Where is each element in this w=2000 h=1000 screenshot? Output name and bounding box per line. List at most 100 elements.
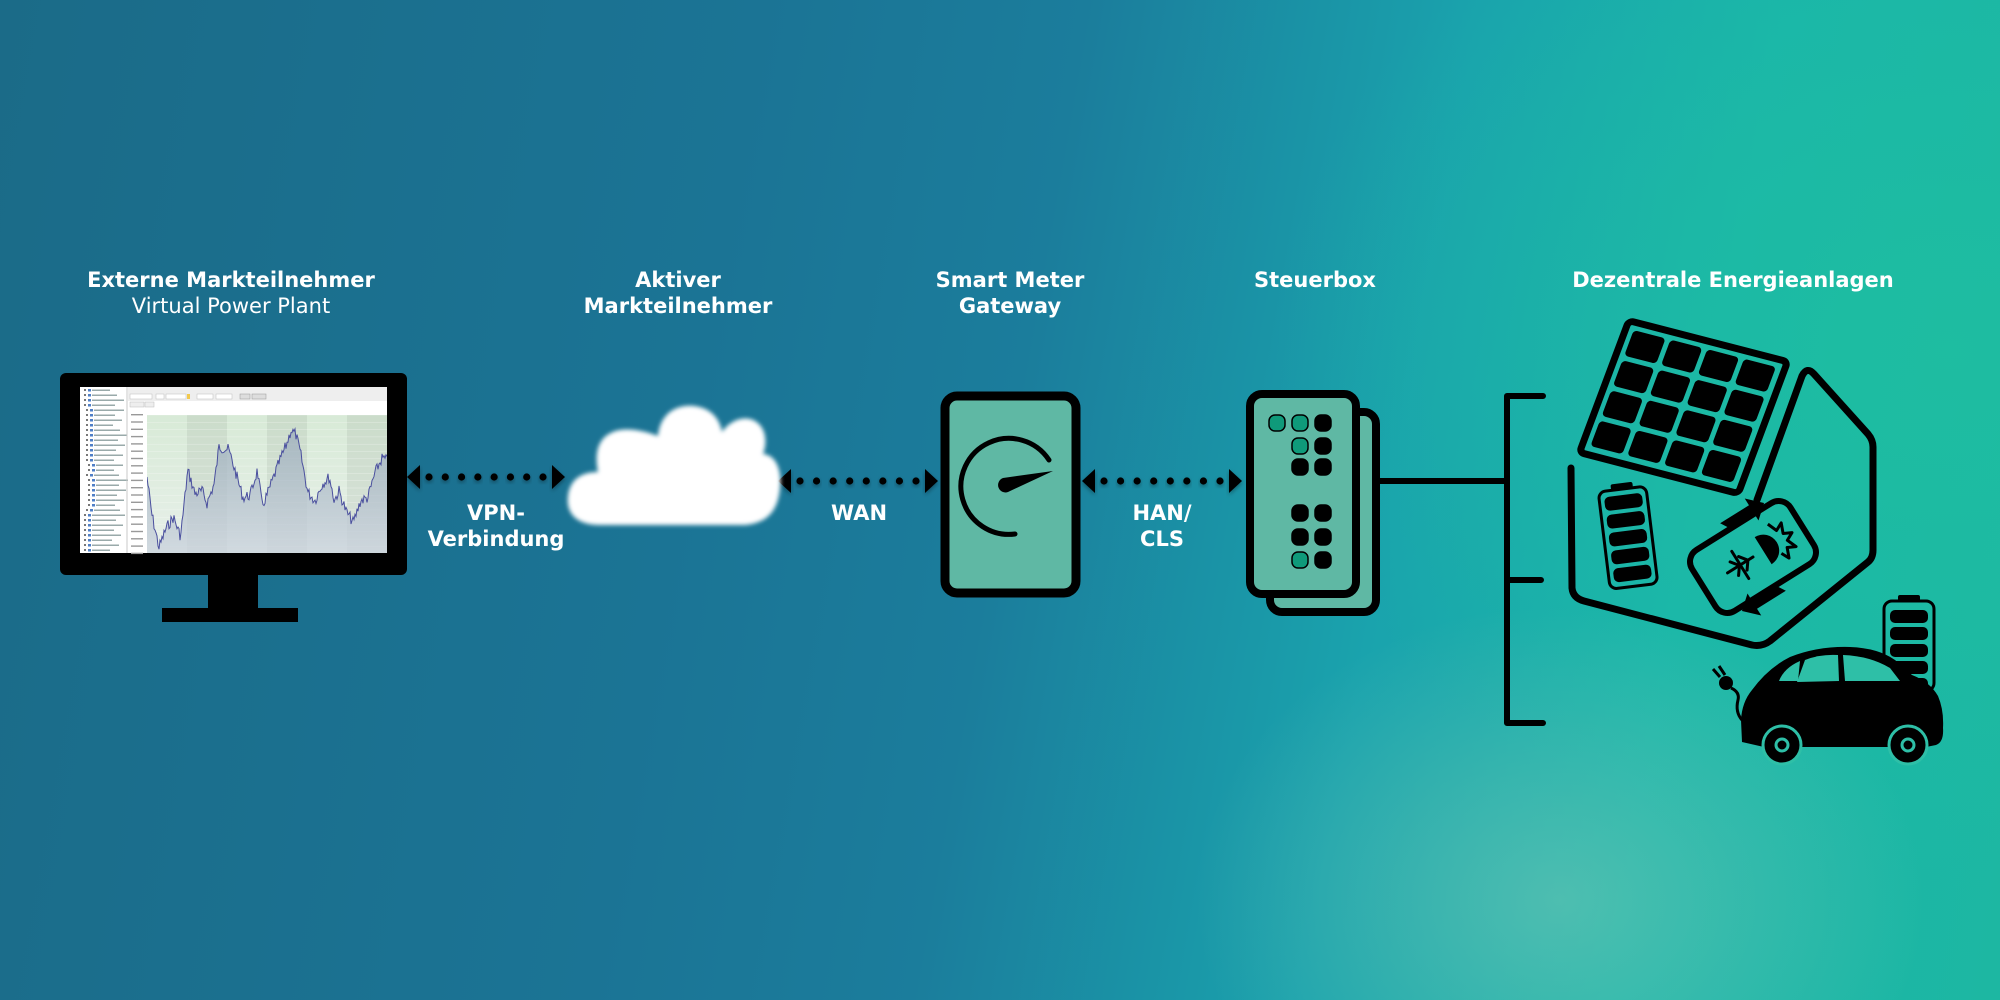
screen-ytick-label: [131, 523, 143, 525]
tree-expander: [84, 544, 86, 546]
steuerbox-led: [1268, 414, 1286, 432]
tree-node-icon: [88, 529, 91, 532]
screen-ytick-label: [131, 421, 143, 423]
connector-dot: [441, 473, 449, 481]
tree-node-label: [96, 469, 114, 471]
battery-cell: [1890, 627, 1928, 640]
tree-node-icon: [88, 544, 91, 547]
screen-tree-panel: [84, 389, 128, 552]
screen-ytick-label: [131, 494, 143, 496]
tree-node-label: [96, 494, 117, 496]
battery-cell: [1608, 529, 1648, 547]
solar-cell: [1724, 389, 1764, 422]
steuerbox-led: [1291, 414, 1309, 432]
connector-dot: [1150, 477, 1158, 485]
screen-ytick-label: [131, 472, 143, 474]
tree-node-icon: [88, 539, 91, 542]
label-han-cls: HAN/ CLS: [1132, 500, 1191, 552]
solar-cell: [1628, 430, 1668, 463]
solar-cell: [1665, 440, 1705, 473]
connector-dot: [846, 477, 854, 485]
steuerbox-led: [1314, 551, 1332, 569]
title-externe: Externe Markteilnehmer Virtual Power Pla…: [87, 267, 375, 319]
tree-node-icon: [92, 504, 95, 507]
tree-node-icon: [88, 519, 91, 522]
arrowhead-right-icon: [552, 465, 565, 489]
tree-node-icon: [90, 444, 93, 447]
solar-cell: [1625, 331, 1665, 363]
tree-node-label: [96, 484, 119, 486]
tree-node-label: [96, 479, 128, 481]
battery-cell: [1890, 644, 1928, 657]
solar-panel: [1577, 318, 1790, 496]
screen-chart-area: [147, 428, 387, 553]
title-aktiver-line2: Markteilnehmer: [583, 294, 773, 318]
tree-node-icon: [90, 509, 93, 512]
tree-node-label: [92, 539, 112, 541]
screen-plot-top: [147, 409, 387, 415]
connector-dot: [457, 473, 466, 481]
solar-cell: [1735, 359, 1775, 392]
tree-node-label: [92, 534, 121, 536]
tree-node-label: [94, 419, 122, 421]
screen-ytick-label: [131, 414, 143, 416]
car-window-middle: [1797, 654, 1839, 682]
steuerbox-led: [1314, 414, 1332, 432]
solar-cell: [1676, 410, 1716, 443]
tree-expander: [88, 499, 90, 501]
connector-vpn: [407, 465, 565, 489]
connector-dot: [506, 473, 515, 481]
tree-node-icon: [88, 394, 91, 397]
tree-node-icon: [90, 419, 93, 422]
sun-glyph: [1754, 521, 1798, 565]
steuerbox-led: [1291, 528, 1309, 546]
tree-node-label: [92, 524, 123, 526]
screen-ytick-label: [131, 545, 143, 547]
tree-expander: [88, 464, 90, 466]
tree-expander: [86, 419, 88, 421]
label-vpn-line2: Verbindung: [427, 527, 565, 551]
tree-expander: [84, 519, 86, 521]
connector-dot: [862, 477, 870, 485]
tree-node-label: [94, 409, 124, 411]
tree-expander: [84, 524, 86, 526]
screen-ytick-label: [131, 479, 143, 482]
tree-node-label: [96, 504, 115, 506]
tree-expander: [88, 469, 90, 471]
connector-dot: [1216, 477, 1224, 485]
tree-node-label: [92, 549, 110, 551]
arrowhead-right-icon: [1229, 469, 1242, 493]
steuerbox-led: [1291, 504, 1309, 522]
car-wheel-rear: [1761, 724, 1803, 766]
tree-node-icon: [90, 459, 93, 462]
tree-node-label: [94, 439, 118, 441]
screen-ytick-label: [131, 435, 143, 438]
tree-expander: [84, 389, 86, 391]
title-steuerbox: Steuerbox: [1254, 267, 1376, 293]
connector-dot: [812, 477, 821, 485]
solar-cell: [1614, 361, 1654, 394]
tree-expander: [86, 434, 88, 436]
battery-cell: [1613, 564, 1652, 583]
arrowhead-right-icon: [925, 469, 938, 493]
title-aktiver: Aktiver Markteilnehmer: [584, 267, 773, 319]
tree-node-icon: [90, 434, 93, 437]
tree-node-icon: [90, 424, 93, 427]
tree-node-icon: [92, 494, 95, 497]
title-dezentrale-main: Dezentrale Energieanlagen: [1572, 268, 1894, 292]
tree-node-icon: [92, 479, 95, 482]
connector-dot: [523, 473, 531, 481]
connector-dot: [1116, 477, 1125, 485]
monitor-screen: [80, 387, 387, 555]
tree-node-label: [92, 394, 117, 396]
car-wheel-front: [1887, 724, 1929, 766]
tree-node-icon: [90, 414, 93, 417]
tree-node-icon: [92, 469, 95, 472]
car-window-front: [1843, 655, 1900, 681]
tree-expander: [86, 429, 88, 431]
connector-wan: [778, 469, 938, 493]
tree-node-label: [92, 519, 116, 521]
tree-expander: [86, 414, 88, 416]
steuerbox-led: [1291, 458, 1309, 476]
steuerbox-led: [1291, 551, 1309, 569]
